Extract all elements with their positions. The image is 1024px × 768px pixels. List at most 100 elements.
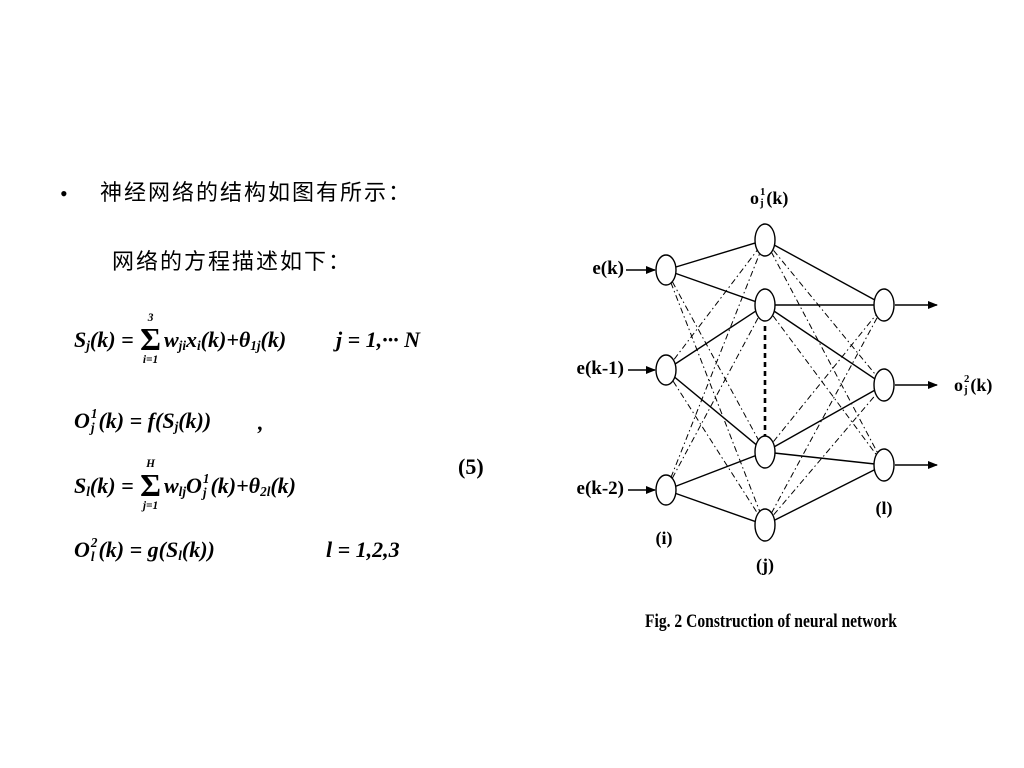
math-symbol: (k)+θ xyxy=(200,327,251,352)
input-hidden-connection xyxy=(665,369,766,453)
input-label-e-k-1: e(k-1) xyxy=(576,358,624,379)
math-symbol: (k) xyxy=(270,473,297,498)
hidden-output-connection xyxy=(764,384,885,453)
hidden-output-connection xyxy=(764,384,885,526)
subscript: j xyxy=(964,384,968,396)
input-hidden-connection xyxy=(665,239,766,271)
math-symbol: (k) = g(S xyxy=(98,537,179,562)
math-symbol: S xyxy=(74,327,87,352)
math-symbol: w xyxy=(163,327,179,352)
input-hidden-connection xyxy=(665,269,766,306)
math-symbol: O xyxy=(74,408,90,433)
math-symbol: o xyxy=(750,187,759,208)
math-symbol: O xyxy=(186,473,202,498)
superscript: 1 xyxy=(202,471,210,487)
hidden-output-connection xyxy=(764,239,885,466)
summation-upper-limit: H xyxy=(146,458,155,471)
hidden-node-1 xyxy=(754,223,776,257)
hidden-output-connection xyxy=(764,304,885,453)
equation-number: (5) xyxy=(458,454,484,479)
superscript: 1 xyxy=(760,185,766,198)
summation-sign: Σ xyxy=(140,321,161,357)
figure-caption: Fig. 2 Construction of neural network xyxy=(645,611,897,632)
input-layer-label: (i) xyxy=(655,528,673,548)
math-symbol: (k) xyxy=(766,187,789,208)
slide-subheading: 网络的方程描述如下： xyxy=(112,250,353,275)
input-hidden-connection xyxy=(665,304,766,491)
math-symbol: (k) = xyxy=(89,473,140,498)
subscript: 2l xyxy=(260,483,271,499)
math-symbol: O xyxy=(74,537,90,562)
summation-upper-limit: 3 xyxy=(147,312,154,325)
math-symbol: (k)) xyxy=(178,408,212,433)
hidden-output-connection xyxy=(764,239,885,306)
subscript: 1j xyxy=(250,337,261,353)
math-symbol: (k)+θ xyxy=(210,473,261,498)
input-hidden-connection xyxy=(665,451,766,491)
equation-1-condition: j = 1,··· N xyxy=(336,327,421,352)
subscript: j xyxy=(174,418,179,434)
summation-lower-limit: j=1 xyxy=(142,500,159,513)
input-hidden-connection xyxy=(665,369,766,526)
input-hidden-connection xyxy=(665,304,766,371)
input-hidden-connection xyxy=(665,239,766,491)
math-symbol: (k) = f(S xyxy=(98,408,175,433)
superscript: 2 xyxy=(964,372,970,385)
subscript: l xyxy=(86,483,90,499)
connection-lines xyxy=(665,239,885,526)
math-symbol: (k) xyxy=(260,327,287,352)
summation-lower-limit: i=1 xyxy=(142,354,159,367)
input-node-3 xyxy=(655,474,677,506)
hidden-node-2 xyxy=(754,288,776,322)
math-symbol: x xyxy=(186,327,197,352)
output-layer-label: (l) xyxy=(875,498,893,518)
math-symbol: o xyxy=(954,374,963,395)
subscript: i xyxy=(197,337,201,353)
hidden-output-connection xyxy=(764,451,885,466)
superscript: 2 xyxy=(90,535,98,551)
math-symbol: S xyxy=(74,473,87,498)
math-symbol: (k)) xyxy=(181,537,215,562)
equation-2-comma: , xyxy=(258,410,264,435)
hidden-output-connection xyxy=(764,239,885,386)
math-symbol: (k) = xyxy=(89,327,140,352)
subscript: j xyxy=(760,197,764,209)
output-node-3 xyxy=(873,448,895,482)
subscript: j xyxy=(90,420,95,435)
math-symbol: (k) xyxy=(970,374,993,395)
network-nodes xyxy=(655,223,895,542)
slide-heading: 神经网络的结构如图有所示： xyxy=(100,181,413,206)
hidden-output-connection xyxy=(764,304,885,526)
hidden-node-3 xyxy=(754,435,776,469)
hidden-output-connection xyxy=(764,304,885,466)
subscript: j xyxy=(202,485,207,500)
input-hidden-connection xyxy=(665,269,766,453)
math-symbol: w xyxy=(163,473,179,498)
input-node-1 xyxy=(655,254,677,286)
input-label-e-k: e(k) xyxy=(592,258,624,279)
subscript: l xyxy=(90,549,95,564)
equation-4-condition: l = 1,2,3 xyxy=(326,537,400,562)
subscript: j xyxy=(86,337,90,353)
superscript: 1 xyxy=(90,406,98,422)
subscript: l xyxy=(178,547,182,563)
input-label-e-k-2: e(k-2) xyxy=(576,478,624,499)
subscript: lj xyxy=(178,483,186,499)
input-hidden-connection xyxy=(665,239,766,371)
input-node-2 xyxy=(655,354,677,386)
subscript: ji xyxy=(178,337,186,353)
bullet-marker: • xyxy=(60,181,68,206)
